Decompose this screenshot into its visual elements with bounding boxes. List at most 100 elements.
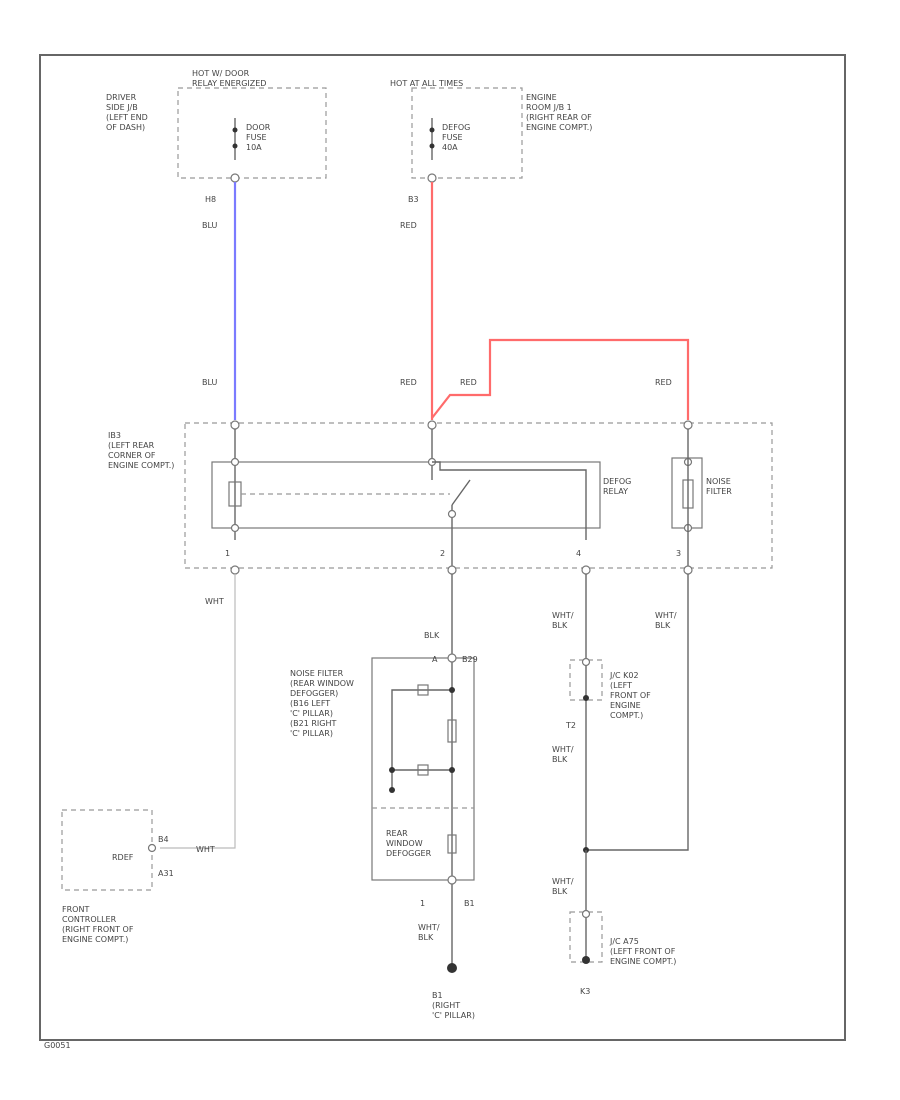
relay-contact-bus <box>432 461 587 540</box>
label-line: FRONT OF <box>610 691 651 700</box>
rdef-label: RDEF <box>112 853 134 862</box>
label-line: ENGINE COMPT.) <box>62 935 128 944</box>
label-line: OF DASH) <box>106 123 145 132</box>
pin-b29-label: B29 <box>462 655 478 664</box>
pin-b1-label: B1 <box>464 899 475 908</box>
ib3-pin-2 <box>447 565 457 575</box>
ib3-box <box>184 422 773 569</box>
door-fuse-symbol <box>232 118 238 160</box>
pin-2-label: 2 <box>440 549 445 558</box>
label-line: RELAY <box>603 487 628 496</box>
wht-wire <box>160 574 236 849</box>
label-line: (LEFT REAR <box>108 441 155 450</box>
terminal-b1 <box>447 875 457 885</box>
pin-k3-label: K3 <box>580 987 590 996</box>
label-line: 10A <box>246 143 262 152</box>
label-line: SIDE J/B <box>106 103 138 112</box>
jc-k02-terminal <box>581 657 591 667</box>
front-controller-box <box>61 809 153 891</box>
capacitor-1 <box>417 684 429 696</box>
label-line: (REAR WINDOW <box>290 679 354 688</box>
label-line: (RIGHT FRONT OF <box>62 925 134 934</box>
pin-b3-label: B3 <box>408 195 419 204</box>
wire-whtblk-e-label: WHT/BLK <box>552 877 574 896</box>
defog-relay-box <box>211 461 601 529</box>
ib3-top-terminal-2 <box>427 420 437 430</box>
wire-wht-b-label: WHT <box>196 845 215 854</box>
pin-t2-label: T2 <box>565 721 576 730</box>
defog-fuse-symbol <box>429 118 435 160</box>
terminal-b3 <box>427 173 437 183</box>
pin-a-label: A <box>432 655 438 664</box>
label-line: WINDOW <box>386 839 423 848</box>
label-line: 'C' PILLAR) <box>290 709 333 718</box>
label-line: FUSE <box>442 133 463 142</box>
label-line: RELAY ENERGIZED <box>192 79 266 88</box>
label-line: 'C' PILLAR) <box>432 1011 475 1020</box>
pin-h8-label: H8 <box>205 195 216 204</box>
wire-red-mid2-label: RED <box>460 378 477 387</box>
ib3-top-terminal-1 <box>230 420 240 430</box>
capacitor-bus <box>391 689 452 790</box>
pin-1-label: 1 <box>225 549 230 558</box>
terminal-h8 <box>230 173 240 183</box>
whtblk-wire-3 <box>586 574 689 851</box>
label-line: BLK <box>552 621 568 630</box>
driver-jb-box <box>177 87 327 179</box>
wire-whtblk-d-label: WHT/BLK <box>418 923 440 942</box>
label-line: COMPT.) <box>610 711 643 720</box>
hot-all-times-label: HOT AT ALL TIMES <box>390 79 463 88</box>
pin-3-label: 3 <box>676 549 681 558</box>
ib3-pin-3 <box>683 565 693 575</box>
label-line: DEFOGGER <box>386 849 432 858</box>
label-line: BLK <box>418 933 434 942</box>
wire-red-mid3-label: RED <box>655 378 672 387</box>
wire-blu-top-label: BLU <box>202 221 218 230</box>
label-line: (LEFT END <box>106 113 148 122</box>
label-line: CONTROLLER <box>62 915 117 924</box>
terminal-a <box>447 653 457 663</box>
label-line: 'C' PILLAR) <box>290 729 333 738</box>
footer-id: G0051 <box>44 1041 71 1050</box>
front-controller-terminal <box>147 843 157 853</box>
label-line: (LEFT <box>610 681 632 690</box>
noise-filter-box <box>671 457 703 529</box>
label-line: BLK <box>552 755 568 764</box>
defogger-heater <box>447 834 457 854</box>
label-line: FUSE <box>246 133 267 142</box>
pin-1b-label: 1 <box>420 899 425 908</box>
wire-red-mid1-label: RED <box>400 378 417 387</box>
relay-coil-terminal-bottom <box>230 523 240 533</box>
ground-b1 <box>447 963 457 973</box>
defogger-block <box>371 657 475 881</box>
ib3-pin-1 <box>230 565 240 575</box>
label-line: 40A <box>442 143 458 152</box>
label-line: (B21 RIGHT <box>290 719 336 728</box>
diagram-frame <box>39 54 846 1041</box>
wire-whtblk-c-label: WHT/BLK <box>552 745 574 764</box>
label-line: DEFOGGER) <box>290 689 338 698</box>
wire-red-top-label: RED <box>400 221 417 230</box>
label-line: BLK <box>552 887 568 896</box>
label-line: BLK <box>655 621 671 630</box>
label-line: CORNER OF <box>108 451 156 460</box>
wire-whtblk-a-label: WHT/BLK <box>552 611 574 630</box>
capacitor-2 <box>417 764 429 776</box>
label-line: (RIGHT <box>432 1001 460 1010</box>
label-line: ENGINE COMPT.) <box>610 957 676 966</box>
pin-b4-label: B4 <box>158 835 169 844</box>
label-line: (B16 LEFT <box>290 699 330 708</box>
wire-blu-mid-label: BLU <box>202 378 218 387</box>
relay-coil-terminal-top <box>230 457 240 467</box>
